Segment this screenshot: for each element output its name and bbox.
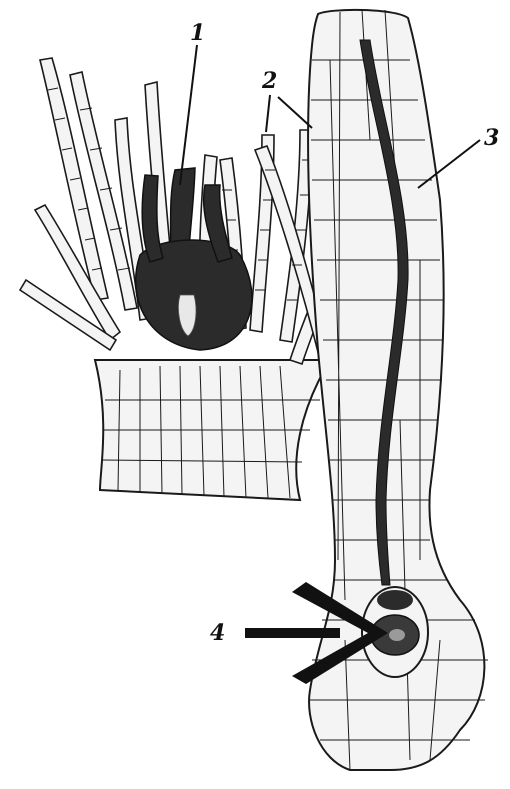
leader-2a: [266, 95, 270, 132]
label-4: 4: [210, 620, 225, 646]
label-1: 1: [190, 20, 205, 46]
leader-1: [180, 45, 197, 185]
label-2: 2: [261, 68, 277, 94]
leader-2b: [278, 97, 312, 128]
archegonia-cluster: [20, 58, 336, 500]
egg-nucleus: [389, 629, 405, 641]
arrow-4-shaft: [245, 628, 340, 638]
ventral-canal-cell: [377, 590, 413, 610]
label-3: 3: [484, 125, 499, 151]
